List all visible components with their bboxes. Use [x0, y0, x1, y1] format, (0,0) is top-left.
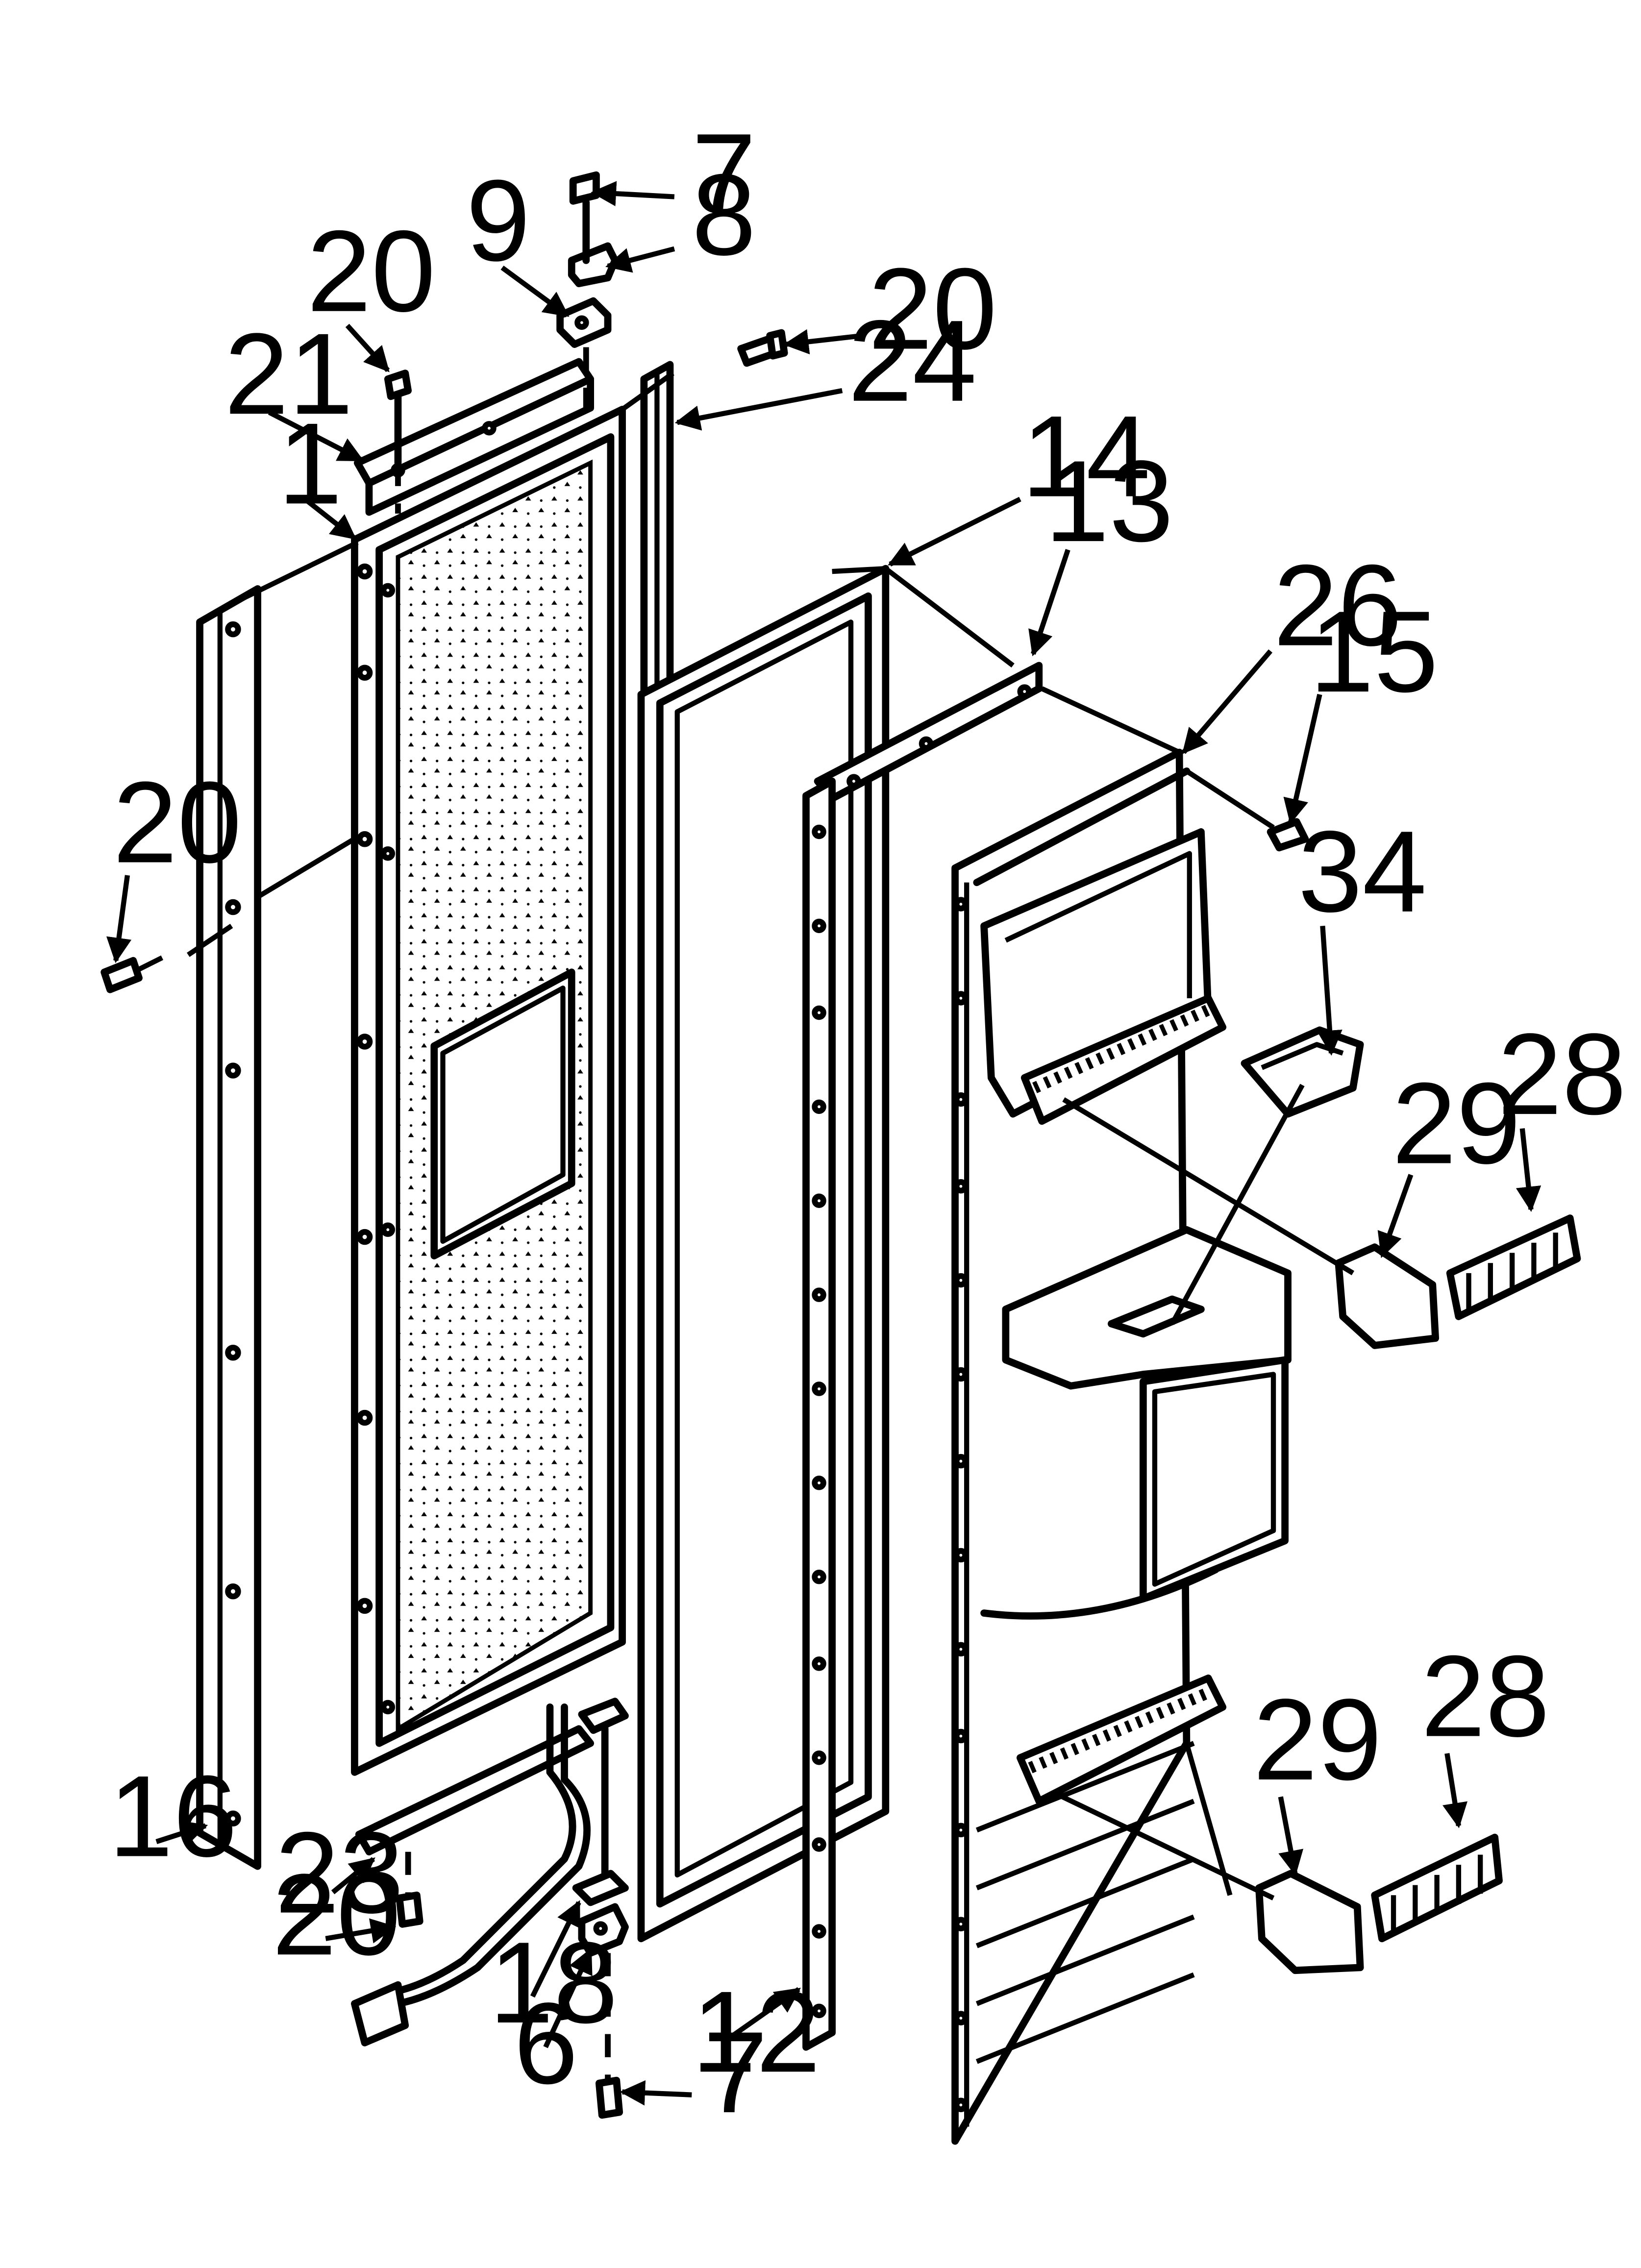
callout-29-upper: 29	[1392, 1059, 1521, 1188]
screw-20-top	[384, 370, 412, 514]
callout-7-top: 7	[692, 110, 756, 239]
bottom-hinge-assembly	[572, 1698, 629, 2119]
callout-23: 23	[275, 1808, 404, 1938]
screw-20-right	[737, 329, 788, 367]
liner-holes	[953, 897, 969, 2113]
callout-34: 34	[1298, 807, 1427, 937]
callout-24: 24	[848, 296, 977, 426]
callout-20-left: 20	[113, 758, 242, 887]
callout-12: 12	[692, 1967, 820, 2096]
callout-6: 6	[514, 1979, 578, 2108]
trim-strip-16	[196, 585, 262, 1870]
callout-16: 16	[109, 1752, 238, 1881]
shelf-grille-28-upper	[1446, 1214, 1581, 1320]
shelf-clip-29-upper	[1062, 1097, 1440, 1349]
callout-13: 13	[1045, 437, 1174, 566]
callout-18: 18	[489, 1918, 618, 2047]
screw-20-left	[100, 955, 164, 993]
bottom-bracket-23	[355, 1725, 594, 1928]
callout-20-bottom: 20	[272, 1850, 401, 1979]
callout-20-top-right: 20	[868, 244, 997, 373]
callout-arrows	[106, 181, 1542, 2106]
callout-labels: 7 8 9 20 20 24 21 1 14 13 26 15 20 34 28…	[109, 110, 1627, 2137]
door-liner-26	[951, 748, 1292, 2145]
strip-12	[802, 777, 836, 2051]
shelf-clip-29-lower	[1055, 1791, 1364, 1974]
callout-14: 14	[1021, 392, 1150, 521]
screw-15	[1267, 818, 1309, 852]
callout-15: 15	[1310, 587, 1439, 716]
callout-20-top-left: 20	[307, 207, 436, 336]
panel-holes	[356, 563, 396, 1715]
power-cord	[351, 1703, 591, 2046]
leader-lines	[187, 371, 1275, 1896]
door-panel-1	[351, 406, 626, 1776]
shelf-grille-28-lower	[1371, 1833, 1503, 1943]
top-bracket-21	[353, 358, 594, 516]
callout-28-upper: 28	[1498, 1010, 1627, 1139]
callout-28-lower: 28	[1421, 1632, 1550, 1761]
top-hinge-assembly	[556, 171, 619, 420]
callout-21: 21	[224, 309, 353, 439]
callout-26: 26	[1273, 541, 1402, 670]
callout-9: 9	[466, 156, 530, 285]
callout-7-bottom: 7	[703, 2008, 768, 2137]
callout-8: 8	[692, 150, 756, 280]
callout-1: 1	[278, 399, 342, 528]
callout-29-lower: 29	[1253, 1675, 1382, 1804]
